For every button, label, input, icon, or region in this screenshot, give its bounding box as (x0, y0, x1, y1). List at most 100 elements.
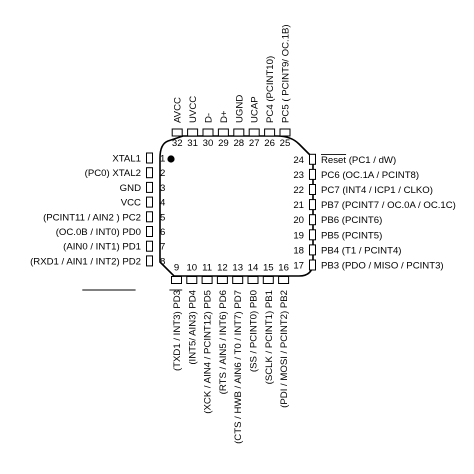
pin-pad-17 (309, 259, 316, 271)
pin-pad-32 (171, 128, 183, 137)
pin-label-6: (OC.0B / INT0) PD0 (56, 227, 141, 238)
pin-pad-6 (146, 226, 153, 237)
pin-pad-27 (248, 128, 260, 137)
pin-pad-28 (233, 128, 245, 137)
pins-layer: 1 XTAL1 2 (PC0) XTAL2 3 GND 4 VCC 5 (PCINT11 / AI… (30, 24, 456, 444)
pin-number-16: 16 (278, 263, 289, 274)
pin-label-7: (AIN0 / INT1) PD1 (63, 242, 141, 253)
pin-number-1: 1 (160, 154, 165, 165)
pin-pad-4 (146, 196, 153, 208)
pin-number-4: 4 (160, 198, 166, 209)
pin-label-20: PB6 (PCINT6) (321, 215, 382, 226)
pin-label-2: (PC0) XTAL2 (85, 168, 141, 179)
pin-number-29: 29 (218, 138, 229, 149)
pin-label-9: (TXD1 / INT3) PD3 (172, 290, 183, 371)
pin-number-8: 8 (160, 256, 165, 267)
pin-pad-15 (262, 276, 274, 284)
pin-label-24: Reset (PC1 / dW) (321, 155, 396, 166)
pin-label-1: XTAL1 (112, 154, 141, 165)
pin-pad-23 (309, 168, 316, 180)
chip-body (159, 135, 314, 277)
pin-label-25: PC5 ( PCINT9/ OC.1B) (281, 24, 292, 123)
pin-label-30: D- (204, 113, 215, 123)
pin-label-11: (XCK / AIN4 / PCINT12) PD5 (203, 290, 214, 414)
pin-label-28: UGND (234, 95, 245, 123)
pin-number-15: 15 (263, 263, 274, 274)
pin-label-5: (PCINT11 / AIN2 ) PC2 (43, 212, 141, 223)
pin-number-2: 2 (160, 168, 165, 179)
pin-number-10: 10 (186, 263, 197, 274)
pin-pad-13 (232, 276, 244, 284)
pin-label-8: (RXD1 / AIN1 / INT2) PD2 (30, 256, 141, 267)
pin-number-21: 21 (293, 200, 304, 211)
pin-pad-18 (309, 244, 316, 256)
pin-label-3: GND (120, 183, 141, 194)
pin-number-32: 32 (172, 138, 183, 149)
pin-number-9: 9 (174, 263, 179, 274)
pin-number-28: 28 (233, 138, 244, 149)
pin-number-22: 22 (293, 185, 304, 196)
pin-label-4: VCC (121, 198, 141, 209)
pin-number-24: 24 (293, 155, 304, 166)
pin-pad-24 (309, 153, 316, 165)
pin-pad-9 (171, 276, 182, 284)
pin-pad-25 (279, 128, 291, 137)
pin-label-23: PC6 (OC.1A / PCINT8) (321, 170, 419, 181)
pin-number-7: 7 (160, 242, 165, 253)
pin-number-6: 6 (160, 227, 165, 238)
pin-pad-10 (186, 276, 198, 284)
pin-pad-19 (309, 229, 316, 241)
pin-pad-26 (264, 128, 276, 137)
pin-number-26: 26 (264, 138, 275, 149)
pin-pad-2 (146, 167, 153, 179)
pin-label-22: PC7 (INT4 / ICP1 / CLKO) (321, 185, 433, 196)
pin-pad-20 (309, 214, 316, 226)
pin-number-25: 25 (280, 138, 291, 149)
pin-number-17: 17 (293, 261, 304, 272)
pin-label-29: D+ (219, 110, 230, 123)
pin-label-17: PB3 (PDO / MISO / PCINT3) (321, 261, 444, 272)
pin-label-21: PB7 (PCINT7 / OC.0A / OC.1C) (321, 200, 456, 211)
pin-label-26: PC4 (PCINT10) (265, 56, 276, 123)
pin-label-32: AVCC (173, 97, 184, 123)
pin-label-12: (RTS / AIN5 / INT6) PD6 (218, 290, 229, 394)
pin-pad-7 (146, 240, 153, 252)
pin-label-13: (CTS / HWB / AIN6 / T0 / INT7) PD7 (233, 290, 244, 444)
pin-pad-12 (216, 276, 228, 284)
pin-number-23: 23 (293, 170, 304, 181)
pin-pad-1 (146, 152, 153, 164)
pin-pad-5 (146, 211, 153, 223)
pin-pad-21 (309, 199, 316, 211)
pin-number-5: 5 (160, 212, 165, 223)
pin-pad-3 (146, 181, 153, 193)
pin-pad-16 (278, 276, 290, 284)
pin-label-31: UVCC (188, 96, 199, 123)
pin1-marker-icon (167, 155, 175, 163)
pin-number-20: 20 (293, 215, 304, 226)
pin-number-30: 30 (203, 138, 214, 149)
pin-pad-11 (201, 276, 213, 284)
pin-pad-22 (309, 184, 316, 195)
pin-number-18: 18 (293, 245, 304, 256)
pin-label-18: PB4 (T1 / PCINT4) (321, 245, 402, 256)
pin-number-13: 13 (232, 263, 243, 274)
pin-number-27: 27 (249, 138, 260, 149)
pin-pad-31 (187, 128, 199, 137)
pin-number-14: 14 (248, 263, 259, 274)
pin-pad-29 (217, 128, 229, 137)
pin-number-3: 3 (160, 183, 165, 194)
pin-number-31: 31 (187, 138, 198, 149)
pin-number-19: 19 (293, 230, 304, 241)
pin-pad-14 (247, 276, 259, 284)
pin-pad-8 (146, 255, 153, 267)
pin-label-10: (INT5/ AIN3) PD4 (187, 289, 198, 364)
pin-label-14: (SS / PCINT0) PB0 (249, 290, 260, 372)
pin-label-16: (PDI / MOSI / PCINT2) PB2 (279, 290, 290, 408)
pin-number-11: 11 (202, 263, 212, 274)
pin-label-15: (SCLK / PCINT1) PB1 (264, 290, 275, 384)
pin-number-12: 12 (217, 263, 228, 274)
pin-pad-30 (202, 128, 214, 137)
pin-label-19: PB5 (PCINT5) (321, 230, 382, 241)
